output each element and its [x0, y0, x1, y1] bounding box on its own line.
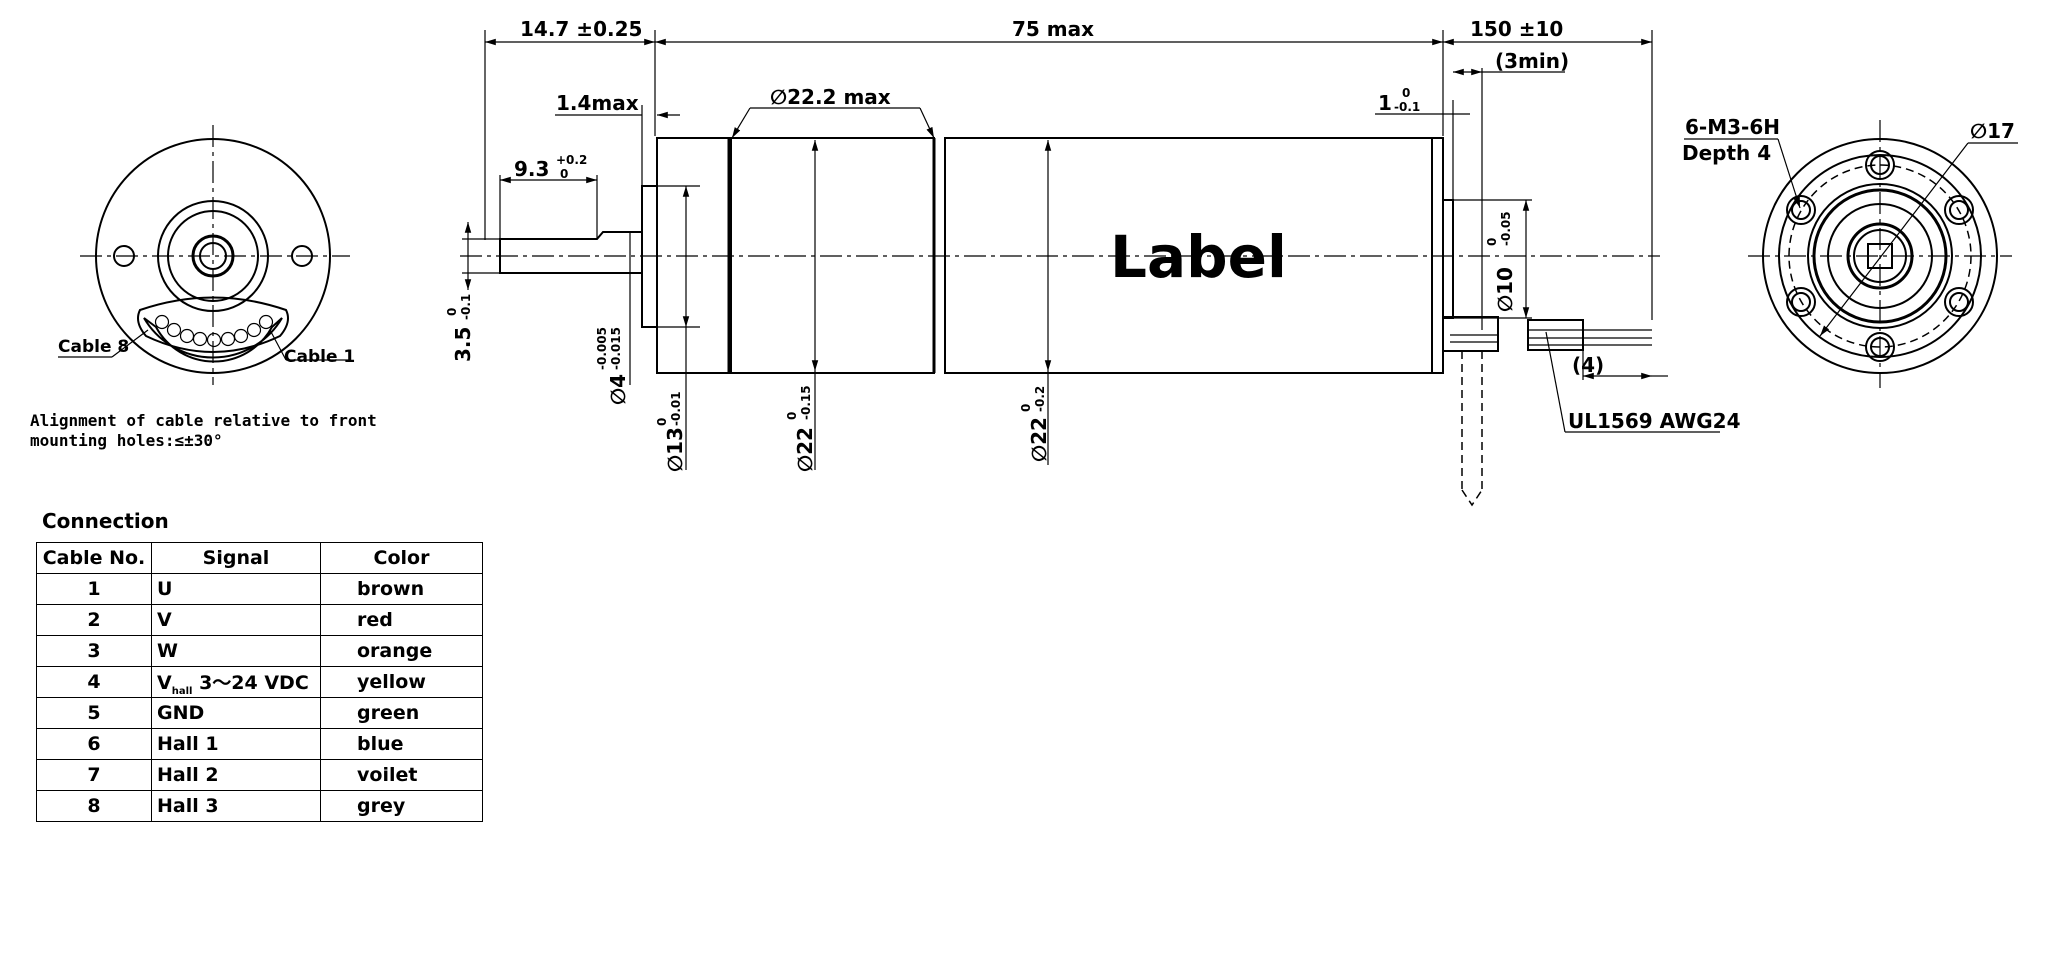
side-view: Label 14.7 ±0.25 75 max 150 ±10 (3min) 1… — [445, 17, 1741, 507]
dim-gear-dia: ∅22 — [793, 427, 817, 472]
dim-rear-boss-tol-lower: -0.05 — [1499, 211, 1513, 246]
cable-no: 6 — [36, 728, 152, 760]
signal-range: 3～24 VDC — [192, 671, 309, 694]
dim-gear-dia-tol-upper: 0 — [785, 412, 799, 420]
dim-shaft-dia: ∅4 — [606, 374, 630, 405]
dim-rear-step-tol-upper: 0 — [1402, 86, 1410, 100]
cable-no: 3 — [36, 635, 152, 667]
hole-depth: Depth 4 — [1682, 141, 1771, 165]
cable-no: 7 — [36, 759, 152, 791]
dim-rear-step: 1 — [1378, 91, 1392, 115]
pcd-dia: ∅17 — [1970, 119, 2015, 143]
dim-motor-dia-tol-upper: 0 — [1019, 404, 1033, 412]
holes-spec: 6-M3-6H — [1685, 115, 1780, 139]
header-cable-no: Cable No. — [36, 542, 152, 574]
dim-shaft-flat-tol-upper: 0 — [445, 308, 459, 316]
dim-motor-dia: ∅22 — [1027, 417, 1051, 462]
dim-rear-boss-tol-upper: 0 — [1485, 238, 1499, 246]
signal: Hall 3 — [151, 790, 321, 822]
dim-body-length: 75 max — [1012, 17, 1094, 41]
header-color: Color — [320, 542, 483, 574]
dim-pilot-dia-tol-upper: 0 — [655, 418, 669, 426]
wire-color: orange — [320, 635, 483, 667]
cable-no: 5 — [36, 697, 152, 729]
rear-view: Cable 8 Cable 1 — [58, 125, 355, 385]
dim-motor-dia-tol-lower: -0.2 — [1033, 386, 1047, 412]
cable-cores — [154, 314, 274, 348]
dim-flat-tol-lower: 0 — [560, 167, 568, 181]
header-signal: Signal — [151, 542, 321, 574]
cable-spec: UL1569 AWG24 — [1568, 409, 1741, 433]
table-header-row: Cable No. Signal Color — [36, 542, 483, 574]
dim-flat-tol-upper: +0.2 — [556, 153, 587, 167]
signal: U — [151, 573, 321, 605]
cable-no: 8 — [36, 790, 152, 822]
cable-1-label: Cable 1 — [284, 347, 355, 367]
dim-flat-length: 9.3 — [514, 157, 549, 181]
wire-color: voilet — [320, 759, 483, 791]
alignment-note-line1: Alignment of cable relative to front — [30, 411, 377, 430]
dim-shaft-length: 14.7 ±0.25 — [520, 17, 642, 41]
signal: V — [151, 604, 321, 636]
dim-shaft-dia-tol-lower: -0.015 — [609, 327, 623, 370]
alignment-note-line2: mounting holes:≤±30° — [30, 431, 223, 450]
signal: Hall 1 — [151, 728, 321, 760]
signal: GND — [151, 697, 321, 729]
wire-color: blue — [320, 728, 483, 760]
wire-color: grey — [320, 790, 483, 822]
signal-subscript: hall — [171, 685, 193, 697]
dim-pilot-dia-tol-lower: -0.01 — [669, 391, 683, 426]
dim-gear-dia-tol-lower: -0.15 — [799, 385, 813, 420]
front-view: 6-M3-6H Depth 4 ∅17 — [1682, 115, 2018, 388]
cable-no: 2 — [36, 604, 152, 636]
dim-shaft-flat-tol-lower: -0.1 — [459, 294, 473, 320]
dim-cable-length: 150 ±10 — [1470, 17, 1563, 41]
dim-pilot-dia: ∅13 — [663, 427, 687, 472]
motor-label: Label — [1110, 223, 1287, 291]
wire-color: red — [320, 604, 483, 636]
wire-color: green — [320, 697, 483, 729]
signal: Hall 2 — [151, 759, 321, 791]
cable-8-label: Cable 8 — [58, 337, 129, 357]
dim-rear-boss-dia: ∅10 — [1493, 267, 1517, 312]
dim-cable-end: (4) — [1572, 353, 1604, 377]
signal: Vhall 3～24 VDC — [151, 666, 321, 698]
dim-rear-step-tol-lower: -0.1 — [1394, 100, 1420, 114]
dim-cable-min: (3min) — [1495, 49, 1569, 73]
cable-no: 4 — [36, 666, 152, 698]
dim-body-dia-front: ∅22.2 max — [770, 85, 891, 109]
dim-shaft-flat: 3.5 — [451, 327, 475, 362]
signal-main: V — [157, 671, 172, 694]
connection-title: Connection — [42, 509, 169, 533]
signal: W — [151, 635, 321, 667]
dim-flange-thickness: 1.4max — [556, 91, 639, 115]
wire-color: brown — [320, 573, 483, 605]
cable-no: 1 — [36, 573, 152, 605]
wire-color: yellow — [320, 666, 483, 698]
dim-shaft-dia-tol-upper: -0.005 — [595, 327, 609, 370]
